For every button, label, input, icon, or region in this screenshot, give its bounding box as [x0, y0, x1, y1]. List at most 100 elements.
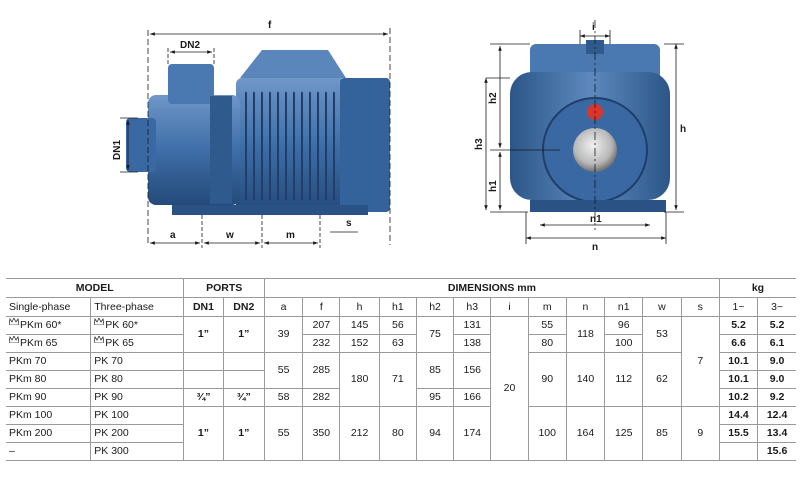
cell-h2: 95 [415, 388, 455, 407]
cell-h1: 71 [378, 352, 417, 407]
crown-icon [94, 318, 105, 325]
model-three-phase: PK 90 [90, 388, 185, 407]
cell-kg-single: 15.5 [718, 424, 759, 443]
base-foot [172, 205, 368, 215]
header-dn2: DN2 [222, 297, 265, 317]
pump-drawings: f DN2 DN1 a w m s [112, 20, 686, 253]
cell-h2: 85 [415, 352, 455, 389]
model-single-phase: PKm 65 [6, 334, 92, 353]
model-three-phase: PK 60* [90, 316, 185, 335]
model-three-phase: PK 70 [90, 352, 185, 371]
cell-h1: 63 [378, 334, 417, 353]
header-a: a [263, 297, 304, 317]
table-row: PKm 65 PK 65 232 152 63 138 80 100 6.6 6… [6, 334, 796, 353]
header-n1: n1 [604, 297, 644, 317]
cell-s: 9 [680, 406, 720, 461]
cell-kg-three: 6.1 [757, 334, 796, 353]
label-i: i [592, 22, 595, 33]
header-n: n [565, 297, 606, 317]
model-three-phase: PK 300 [90, 442, 185, 461]
table-row: PKm 90 PK 90 ¾” ¾” 58 282 95 166 10.2 9.… [6, 388, 796, 407]
cell-a: 55 [263, 352, 304, 389]
cell-dn2 [222, 370, 265, 389]
label-s: s [346, 218, 352, 229]
cell-n1: 112 [604, 352, 644, 407]
cell-f: 232 [302, 334, 341, 353]
sub-header-row: Single-phase Three-phase DN1 DN2 a f h h… [6, 297, 796, 317]
cell-n: 118 [565, 316, 606, 353]
table-row: – PK 300 15.6 [6, 442, 796, 461]
cell-n: 164 [565, 406, 606, 461]
model-single-phase: – [6, 442, 92, 461]
cell-kg-single: 10.2 [718, 388, 759, 407]
model-single-phase-label: PKm 60* [20, 319, 62, 331]
front-base-foot [530, 200, 666, 212]
cell-h2: 94 [415, 406, 455, 461]
header-kg-single: 1~ [718, 297, 759, 317]
model-three-phase: PK 80 [90, 370, 185, 389]
header-model: MODEL [6, 278, 185, 298]
cell-m: 80 [527, 334, 567, 353]
header-ports: PORTS [183, 278, 265, 298]
crown-icon [94, 336, 105, 343]
cell-kg-three: 9.0 [757, 370, 796, 389]
side-view: f DN2 DN1 a w m s [112, 20, 391, 248]
model-single-phase: PKm 90 [6, 388, 92, 407]
label-a: a [170, 230, 176, 241]
cell-h3: 174 [453, 406, 492, 461]
table-row: PKm 60* PK 60* 1” 1” 39 207 145 56 75 13… [6, 316, 796, 461]
label-h: h [680, 124, 686, 135]
cell-h1: 56 [378, 316, 417, 335]
cell-kg-single: 6.6 [718, 334, 759, 353]
cell-dn1 [183, 352, 224, 371]
cell-dn1: 1” [183, 406, 224, 461]
cell-kg-three: 9.0 [757, 352, 796, 371]
cell-dn2 [222, 352, 265, 371]
header-kg-three: 3~ [757, 297, 796, 317]
discharge-port [168, 64, 214, 104]
bracket [210, 96, 232, 204]
cell-f: 282 [302, 388, 341, 407]
cell-h1: 80 [378, 406, 417, 461]
cell-a: 58 [263, 388, 304, 407]
cell-w: 85 [642, 406, 682, 461]
cell-h3: 156 [453, 352, 492, 389]
label-dn1: DN1 [112, 140, 123, 160]
cell-w: 62 [642, 352, 682, 407]
cell-w: 53 [642, 316, 682, 353]
header-dimensions: DIMENSIONS mm [263, 278, 720, 298]
cell-kg-three: 12.4 [757, 406, 796, 425]
header-h1: h1 [378, 297, 417, 317]
cell-s: 7 [680, 316, 720, 407]
cell-i: 20 [490, 316, 529, 461]
cell-kg-single: 10.1 [718, 352, 759, 371]
motor-body [236, 78, 346, 212]
motor-end-cap [340, 78, 390, 212]
cell-dn2: ¾” [222, 388, 265, 407]
cell-m: 100 [527, 406, 567, 461]
cell-kg-single: 14.4 [718, 406, 759, 425]
model-single-phase-label: PKm 65 [20, 337, 58, 349]
header-three-phase: Three-phase [90, 297, 185, 317]
cell-n1: 100 [604, 334, 644, 353]
crown-icon [9, 318, 19, 325]
model-single-phase: PKm 80 [6, 370, 92, 389]
side-dimension-lines [120, 28, 391, 248]
header-h2: h2 [415, 297, 455, 317]
label-n: n [592, 242, 598, 253]
cell-h3: 166 [453, 388, 492, 407]
header-kg: kg [718, 278, 796, 298]
label-h2: h2 [488, 92, 499, 104]
header-m: m [527, 297, 567, 317]
terminal-box [240, 50, 346, 78]
header-single-phase: Single-phase [6, 297, 92, 317]
label-h1: h1 [488, 180, 499, 192]
cell-dn1: 1” [183, 316, 224, 353]
cell-dn1: ¾” [183, 388, 224, 407]
header-i: i [490, 297, 529, 317]
label-w: w [225, 230, 234, 241]
header-f: f [302, 297, 341, 317]
front-view: i h2 h1 h3 h n1 n [474, 20, 686, 253]
model-three-phase-label: PK 60* [105, 319, 138, 331]
model-three-phase: PK 100 [90, 406, 185, 425]
